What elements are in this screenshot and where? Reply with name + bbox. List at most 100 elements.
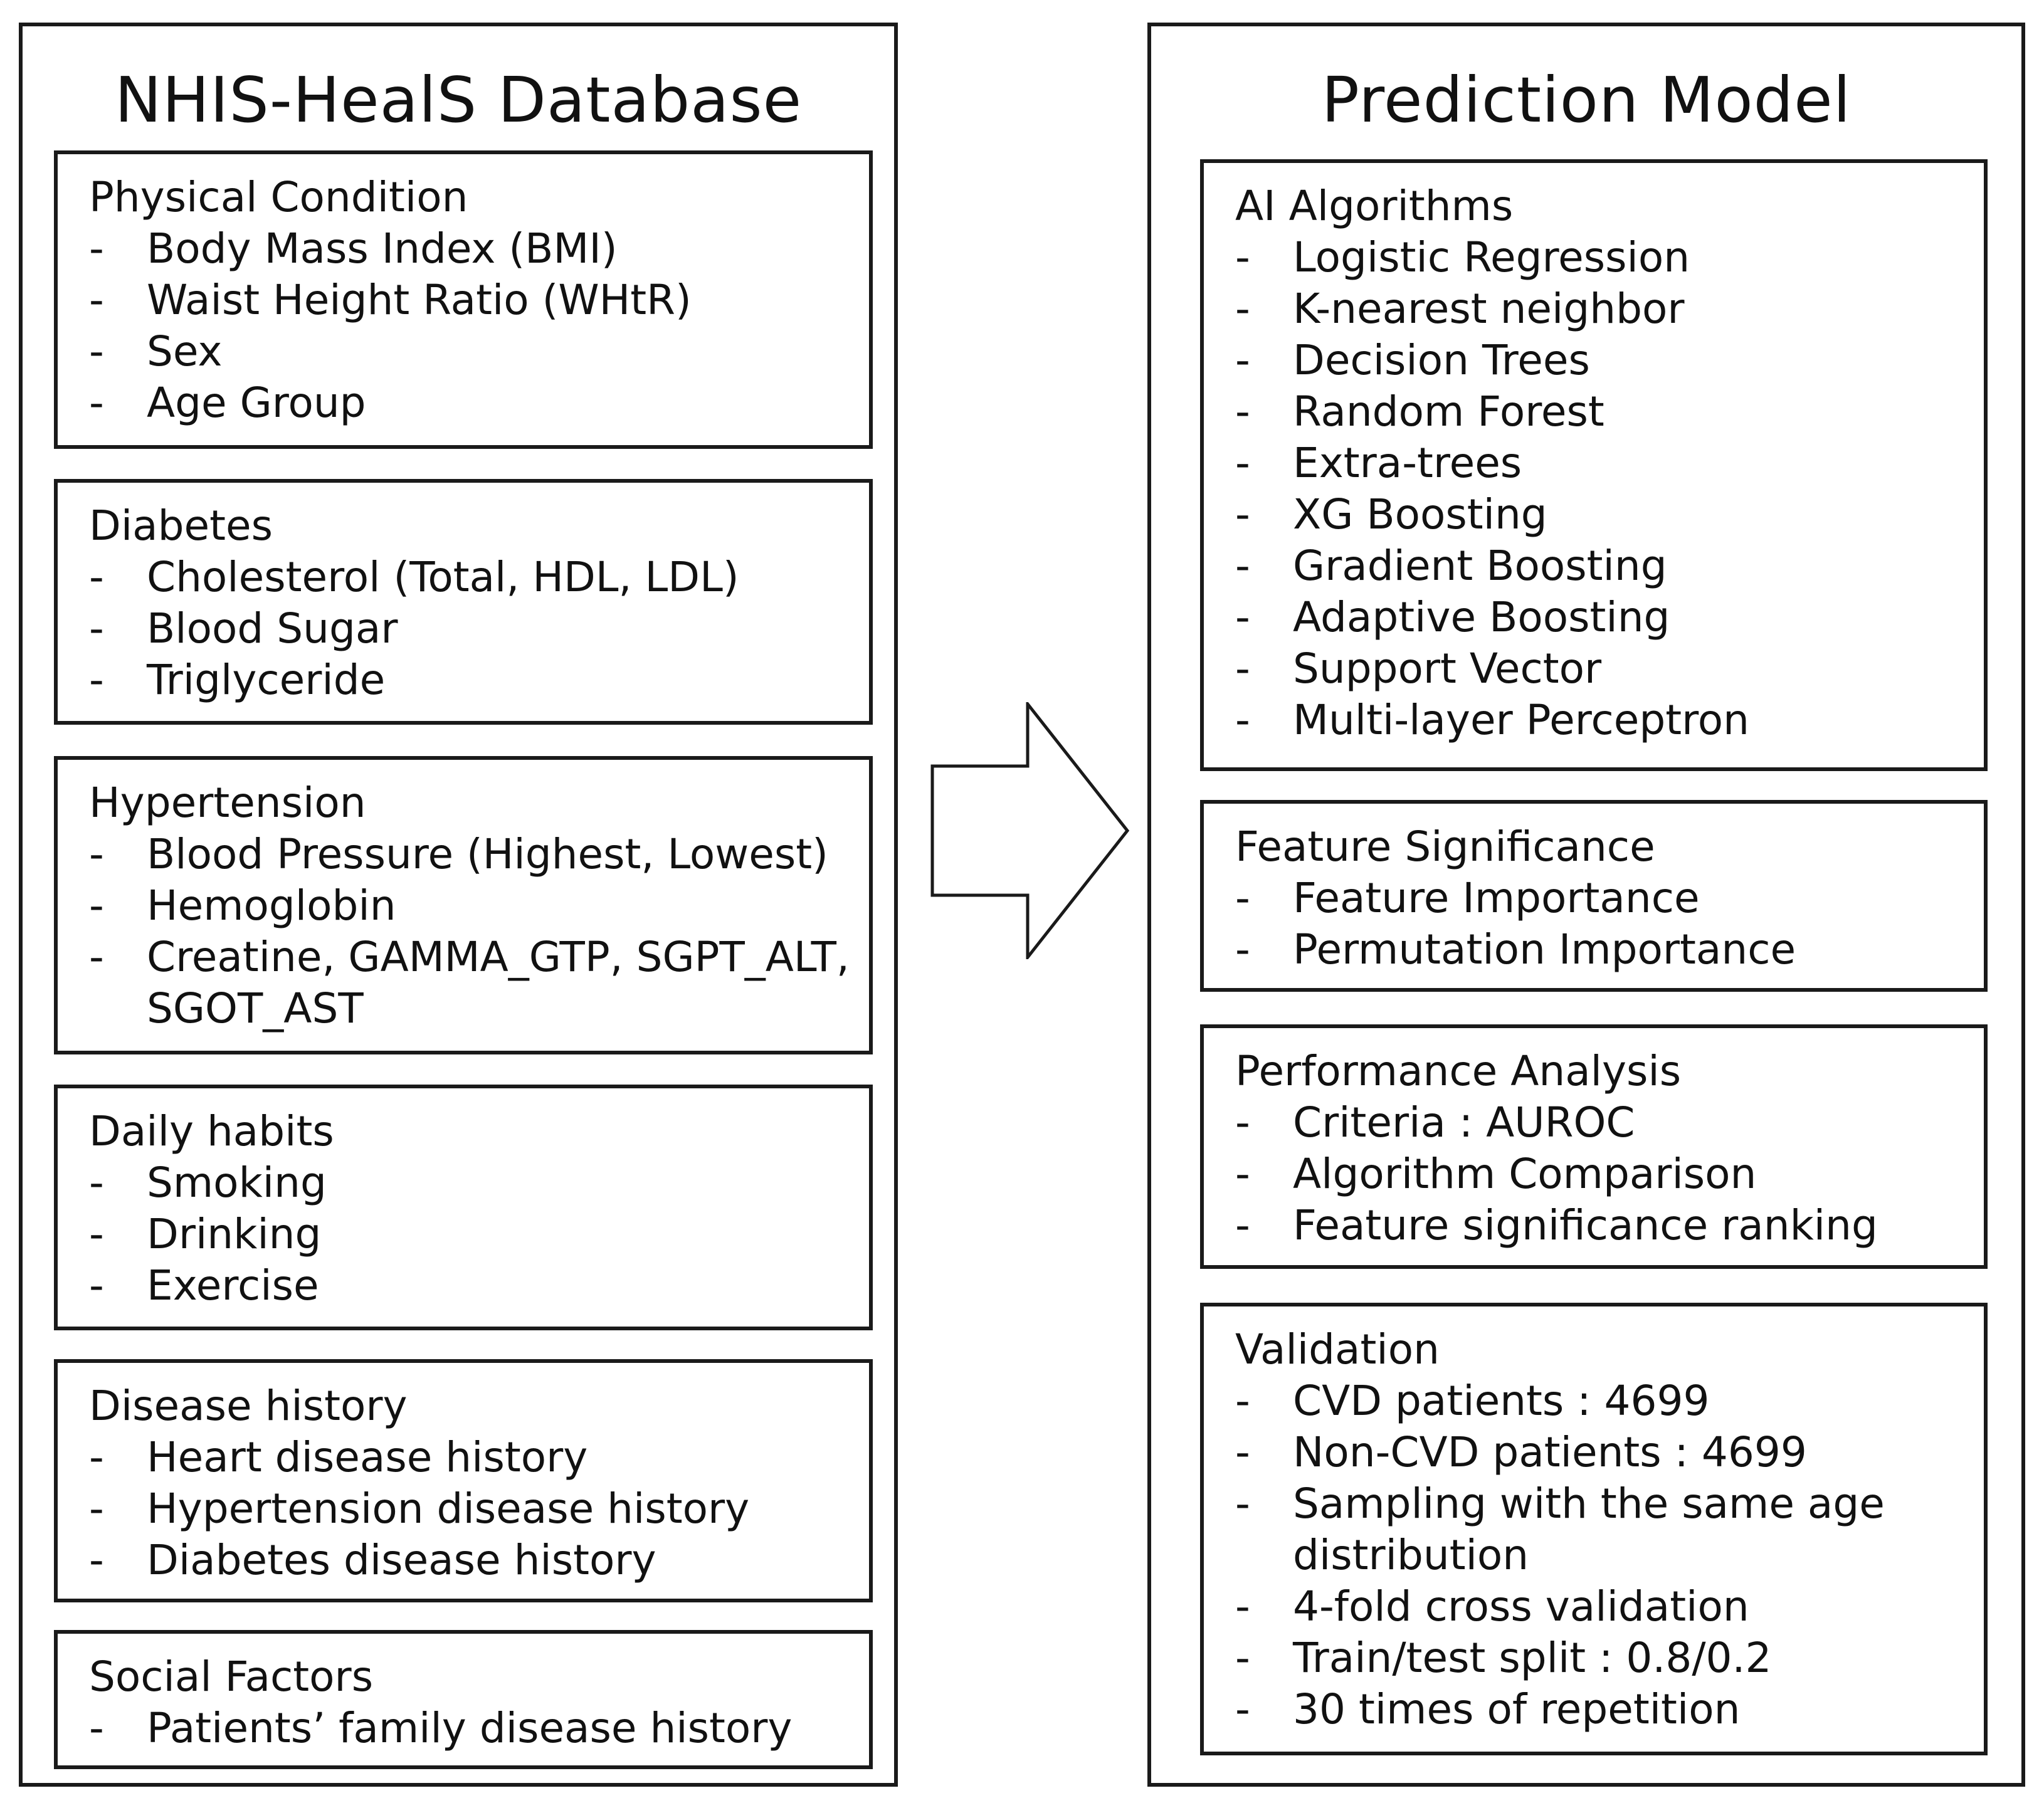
section-list: -Heart disease history -Hypertension dis… — [89, 1432, 856, 1586]
bullet-dash: - — [1235, 644, 1250, 693]
bullet-dash: - — [1235, 1377, 1250, 1425]
list-item: -Extra-trees — [1235, 438, 1971, 489]
prediction-model-panel: Prediction Model AI Algorithms -Logistic… — [1147, 23, 2025, 1787]
section-list: -Blood Pressure (Highest, Lowest) -Hemog… — [89, 829, 856, 1034]
bullet-dash: - — [89, 1485, 104, 1533]
bullet-dash: - — [89, 553, 104, 601]
list-item: -Cholesterol (Total, HDL, LDL) — [89, 552, 856, 603]
bullet-dash: - — [89, 224, 104, 273]
bullet-dash: - — [89, 656, 104, 704]
list-item: -Drinking — [89, 1209, 856, 1260]
bullet-dash: - — [89, 1433, 104, 1481]
physical-condition-box: Physical Condition -Body Mass Index (BMI… — [54, 150, 873, 449]
list-item: -Age Group — [89, 377, 856, 429]
disease-history-box: Disease history -Heart disease history -… — [54, 1359, 873, 1602]
section-heading: Disease history — [89, 1382, 408, 1430]
section-list: -Cholesterol (Total, HDL, LDL) -Blood Su… — [89, 552, 856, 706]
bullet-dash: - — [1235, 1428, 1250, 1476]
list-item: -Body Mass Index (BMI) — [89, 223, 856, 275]
list-item: -XG Boosting — [1235, 489, 1971, 540]
section-heading: Hypertension — [89, 779, 366, 827]
ai-algorithms-box: AI Algorithms -Logistic Regression -K-ne… — [1200, 159, 1988, 771]
section-list: -CVD patients : 4699 -Non-CVD patients :… — [1235, 1375, 1971, 1735]
panel-title: Prediction Model — [1321, 63, 1852, 137]
list-item: -Creatine, GAMMA_GTP, SGPT_ALT, — [89, 932, 856, 983]
list-item: -Train/test split : 0.8/0.2 — [1235, 1632, 1971, 1684]
section-list: -Feature Importance -Permutation Importa… — [1235, 873, 1971, 975]
bullet-dash: - — [1235, 1480, 1250, 1528]
panel-title: NHIS-HealS Database — [114, 63, 803, 137]
list-item: -Gradient Boosting — [1235, 540, 1971, 592]
daily-habits-box: Daily habits -Smoking -Drinking -Exercis… — [54, 1085, 873, 1330]
feature-significance-box: Feature Significance -Feature Importance… — [1200, 800, 1988, 992]
bullet-dash: - — [1235, 336, 1250, 384]
bullet-dash: - — [1235, 1098, 1250, 1147]
list-item: -Patients’ family disease history — [89, 1703, 856, 1754]
list-item: -Waist Height Ratio (WHtR) — [89, 275, 856, 326]
list-item: -Random Forest — [1235, 386, 1971, 438]
bullet-dash: - — [89, 604, 104, 653]
bullet-dash: - — [89, 327, 104, 376]
bullet-dash: - — [1235, 696, 1250, 744]
validation-box: Validation -CVD patients : 4699 -Non-CVD… — [1200, 1303, 1988, 1755]
section-list: -Patients’ family disease history — [89, 1703, 856, 1754]
social-factors-box: Social Factors -Patients’ family disease… — [54, 1630, 873, 1769]
bullet-dash: - — [1235, 1582, 1250, 1631]
right-arrow-icon — [930, 702, 1130, 959]
list-item: -Hemoglobin — [89, 880, 856, 932]
section-list: -Body Mass Index (BMI) -Waist Height Rat… — [89, 223, 856, 429]
bullet-dash: - — [89, 1210, 104, 1258]
list-item: -K-nearest neighbor — [1235, 283, 1971, 335]
bullet-dash: - — [89, 933, 104, 981]
list-item: -Feature significance ranking — [1235, 1200, 1971, 1251]
section-list: -Smoking -Drinking -Exercise — [89, 1157, 856, 1312]
list-item-continuation: distribution — [1293, 1531, 1529, 1579]
section-list: -Logistic Regression -K-nearest neighbor… — [1235, 232, 1971, 746]
bullet-dash: - — [1235, 542, 1250, 590]
bullet-dash: - — [1235, 874, 1250, 922]
list-item: -Permutation Importance — [1235, 924, 1971, 975]
list-item: -Sampling with the same age — [1235, 1478, 1971, 1530]
list-item: -Sex — [89, 326, 856, 377]
section-heading: Daily habits — [89, 1107, 334, 1155]
list-item: -Logistic Regression — [1235, 232, 1971, 283]
bullet-dash: - — [1235, 233, 1250, 281]
section-heading: Performance Analysis — [1235, 1047, 1682, 1095]
bullet-dash: - — [1235, 1150, 1250, 1198]
list-item-continuation: SGOT_AST — [147, 984, 364, 1033]
bullet-dash: - — [89, 1536, 104, 1584]
section-heading: Feature Significance — [1235, 823, 1655, 871]
bullet-dash: - — [89, 276, 104, 324]
list-item: -Triglyceride — [89, 654, 856, 706]
section-heading: Diabetes — [89, 502, 273, 550]
performance-analysis-box: Performance Analysis -Criteria : AUROC -… — [1200, 1024, 1988, 1269]
list-item: -4-fold cross validation — [1235, 1581, 1971, 1632]
list-item: -Feature Importance — [1235, 873, 1971, 924]
bullet-dash: - — [89, 379, 104, 427]
bullet-dash: - — [1235, 1685, 1250, 1733]
list-item: -Criteria : AUROC — [1235, 1097, 1971, 1149]
nhis-heals-database-panel: NHIS-HealS Database Physical Condition -… — [19, 23, 898, 1787]
bullet-dash: - — [1235, 1201, 1250, 1249]
bullet-dash: - — [89, 830, 104, 878]
hypertension-box: Hypertension -Blood Pressure (Highest, L… — [54, 756, 873, 1054]
bullet-dash: - — [89, 1261, 104, 1310]
list-item: -Decision Trees — [1235, 335, 1971, 386]
section-heading: Physical Condition — [89, 173, 468, 221]
list-item: -30 times of repetition — [1235, 1684, 1971, 1735]
list-item: -Blood Sugar — [89, 603, 856, 654]
list-item: -Diabetes disease history — [89, 1535, 856, 1586]
list-item: -Multi-layer Perceptron — [1235, 695, 1971, 746]
list-item: -Smoking — [89, 1157, 856, 1209]
list-item: -Hypertension disease history — [89, 1483, 856, 1535]
section-heading: Validation — [1235, 1325, 1440, 1374]
bullet-dash: - — [1235, 925, 1250, 974]
bullet-dash: - — [1235, 285, 1250, 333]
bullet-dash: - — [89, 881, 104, 930]
list-item: -CVD patients : 4699 — [1235, 1375, 1971, 1427]
list-item: -Adaptive Boosting — [1235, 592, 1971, 643]
bullet-dash: - — [1235, 387, 1250, 436]
list-item: -Non-CVD patients : 4699 — [1235, 1427, 1971, 1478]
list-item: -Algorithm Comparison — [1235, 1149, 1971, 1200]
list-item: -Heart disease history — [89, 1432, 856, 1483]
